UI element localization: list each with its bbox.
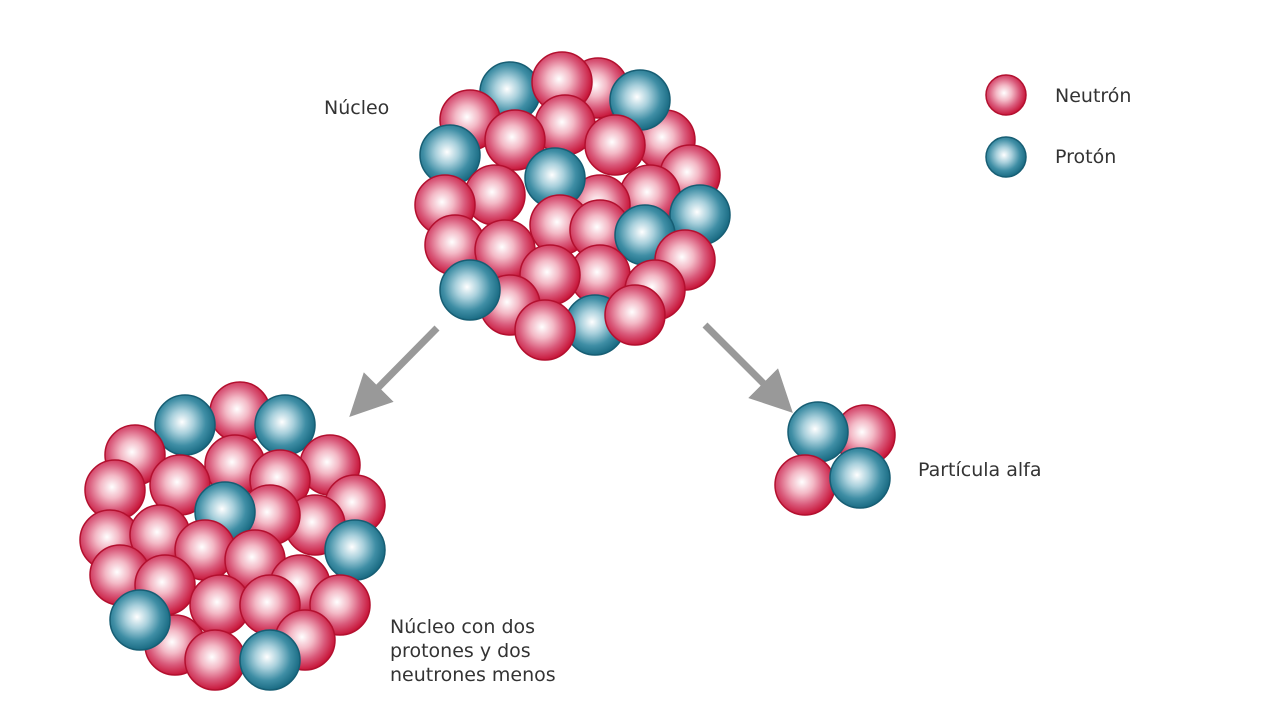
neutron [584, 114, 646, 176]
proton [829, 447, 891, 509]
neutron [484, 109, 546, 171]
proton [109, 589, 171, 651]
nucleus-label: Núcleo [324, 97, 390, 119]
proton [787, 401, 849, 463]
proton [324, 519, 386, 581]
alpha-particle [774, 401, 896, 516]
neutron [985, 74, 1027, 116]
arrow-to-daughter-nucleus [349, 325, 440, 417]
alpha-particle-label: Partícula alfa [918, 459, 1042, 481]
legend-proton-label: Protón [1055, 146, 1117, 168]
arrow-to-alpha-particle [702, 322, 793, 413]
legend [985, 74, 1027, 178]
daughter-nucleus [79, 381, 386, 691]
neutron [184, 629, 246, 691]
proton [239, 629, 301, 691]
parent-nucleus [414, 51, 731, 361]
daughter-nucleus-label: Núcleo con dos protones y dos neutrones … [390, 616, 556, 686]
legend-neutron-label: Neutrón [1055, 85, 1132, 107]
proton [439, 259, 501, 321]
neutron [774, 454, 836, 516]
proton [985, 136, 1027, 178]
neutron [604, 284, 666, 346]
neutron [514, 299, 576, 361]
